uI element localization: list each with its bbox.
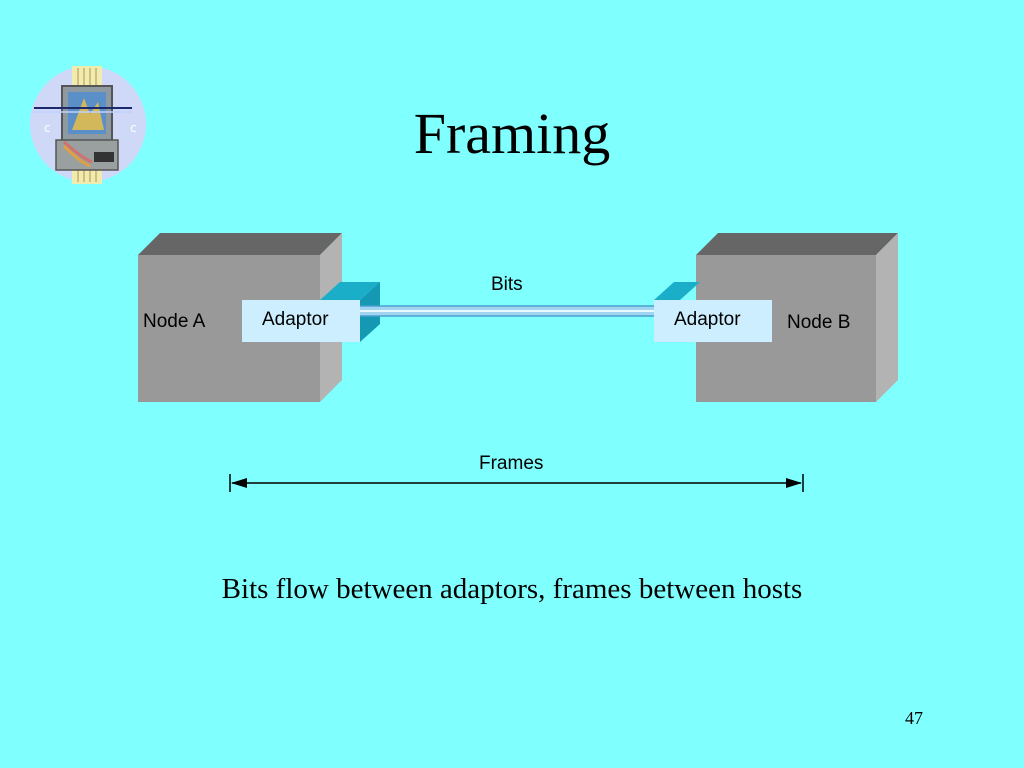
frames-label: Frames xyxy=(479,453,544,474)
bits-link xyxy=(360,305,654,317)
svg-text:c: c xyxy=(130,121,137,135)
node-b-label: Node B xyxy=(787,312,851,333)
page-number: 47 xyxy=(905,708,923,728)
svg-text:c: c xyxy=(44,121,51,135)
adaptor-a xyxy=(242,282,380,342)
network-emblem-icon: c c xyxy=(30,66,146,184)
frames-span-arrow xyxy=(229,474,804,492)
adaptor-b xyxy=(654,282,772,342)
adaptor-b-label: Adaptor xyxy=(674,309,741,330)
node-a-label: Node A xyxy=(143,311,206,332)
bits-label: Bits xyxy=(491,274,523,295)
slide-title: Framing xyxy=(413,101,611,166)
slide-caption: Bits flow between adaptors, frames betwe… xyxy=(221,573,803,605)
adaptor-a-label: Adaptor xyxy=(262,309,329,330)
